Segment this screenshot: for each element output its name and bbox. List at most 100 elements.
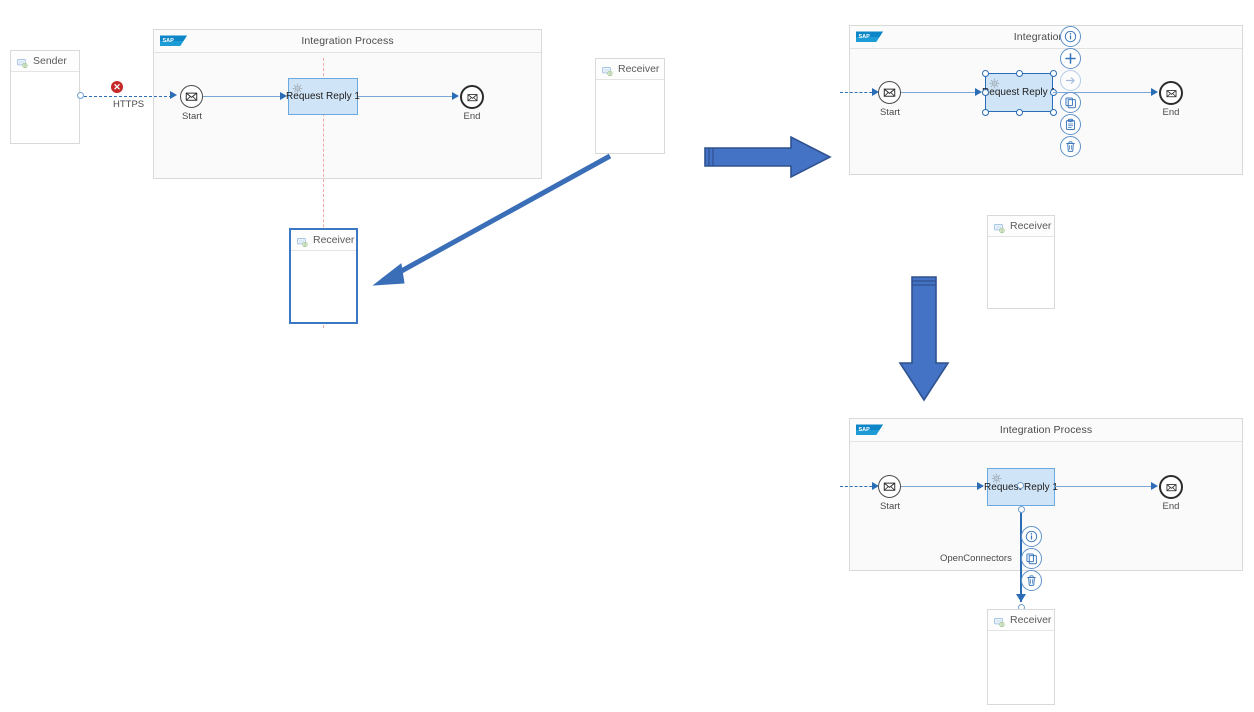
receiver-participant-connected[interactable]: Receiver — [987, 609, 1055, 705]
selection-handle-nw[interactable] — [981, 69, 989, 77]
info-button[interactable] — [1060, 26, 1081, 47]
pool-header: Integration Process — [154, 30, 541, 53]
receiver-header: Receiver — [596, 59, 664, 80]
request-reply-step-selected[interactable]: Request Reply 1 — [982, 73, 1056, 112]
message-envelope-icon — [1165, 87, 1178, 100]
receiver-standalone-label: Receiver — [1010, 220, 1052, 232]
message-envelope-icon — [882, 479, 897, 494]
pool-header: Integration Pr — [850, 26, 1242, 49]
request-reply-label: Request Reply 1 — [286, 91, 360, 102]
block-arrow-right-icon — [704, 135, 832, 179]
step-anchor-dot[interactable] — [1017, 482, 1024, 489]
receiver-connected-body — [988, 631, 1054, 705]
delete-button[interactable] — [1060, 136, 1081, 157]
pool-title: Integration Process — [999, 424, 1093, 436]
end-event[interactable] — [460, 85, 484, 109]
block-arrow-down-icon — [898, 276, 950, 402]
end-event[interactable] — [1159, 475, 1183, 499]
info-button[interactable] — [1021, 526, 1042, 547]
end-event[interactable] — [1159, 81, 1183, 105]
connect-button[interactable] — [1060, 70, 1081, 91]
step-to-end-connector[interactable] — [358, 96, 454, 97]
end-event-caption: End — [1162, 501, 1180, 512]
request-reply-gear-icon — [989, 76, 1000, 87]
request-reply-step[interactable]: Request Reply 1 — [286, 78, 360, 115]
incoming-arrowhead — [872, 481, 879, 490]
receiver-connected-header: Receiver — [988, 610, 1054, 631]
start-event[interactable] — [180, 85, 203, 108]
paste-icon — [1064, 118, 1077, 131]
sender-header: Sender — [11, 51, 79, 72]
receiver-standalone-body — [988, 237, 1054, 309]
trash-icon — [1025, 574, 1038, 587]
selection-handle-w[interactable] — [981, 89, 989, 96]
arrow-right-icon — [1064, 74, 1077, 87]
receiver-connected-label: Receiver — [1010, 614, 1052, 626]
receiver-dragged-label: Receiver — [313, 234, 355, 246]
step-to-end-arrowhead — [1151, 481, 1158, 490]
step-to-end-arrowhead — [452, 91, 459, 100]
request-reply-gear-icon — [991, 471, 1002, 482]
copy-button[interactable] — [1021, 548, 1042, 569]
sender-to-start-arrowhead — [170, 91, 177, 99]
pool-header: Integration Process — [850, 419, 1242, 442]
start-to-step-arrowhead — [280, 91, 287, 100]
message-envelope-icon — [1165, 481, 1178, 494]
start-event-caption: Start — [879, 107, 901, 118]
participant-icon — [994, 615, 1005, 626]
sap-logo — [856, 30, 883, 42]
copy-icon — [1064, 96, 1077, 109]
copy-icon — [1025, 552, 1038, 565]
plus-icon — [1064, 52, 1077, 65]
selection-handle-s[interactable] — [1015, 108, 1023, 116]
connector-source-dot[interactable] — [1017, 506, 1025, 513]
request-reply-lifeline — [323, 58, 324, 328]
end-event-caption: End — [1162, 107, 1180, 118]
copy-button[interactable] — [1060, 92, 1081, 113]
start-to-step-connector[interactable] — [203, 96, 281, 97]
selection-handle-ne[interactable] — [1049, 69, 1057, 77]
start-to-step-connector[interactable] — [901, 486, 979, 487]
selection-handle-sw[interactable] — [981, 108, 989, 116]
receiver-participant-dragged[interactable]: Receiver — [289, 228, 358, 324]
add-button[interactable] — [1060, 48, 1081, 69]
receiver-participant-unattached[interactable]: Receiver — [595, 58, 665, 154]
incoming-dashed-connector[interactable] — [840, 486, 877, 487]
https-connection-label: HTTPS — [113, 99, 145, 110]
step-to-end-connector[interactable] — [1055, 486, 1153, 487]
connection-error-badge[interactable]: ✕ — [111, 81, 123, 93]
integration-process-pool-before[interactable]: Integration Process — [153, 29, 542, 179]
end-event-caption: End — [463, 111, 481, 122]
request-reply-label: Request Reply 1 — [982, 87, 1056, 98]
start-to-step-arrowhead — [977, 481, 984, 490]
start-event-caption: Start — [181, 111, 203, 122]
start-to-step-connector[interactable] — [901, 92, 977, 93]
sender-participant[interactable]: Sender — [10, 50, 80, 144]
sender-connector-endpoint[interactable] — [77, 92, 84, 99]
info-circle-icon — [1064, 30, 1077, 43]
step-to-end-arrowhead — [1151, 87, 1158, 96]
start-event-caption: Start — [879, 501, 901, 512]
trash-icon — [1064, 140, 1077, 153]
incoming-dashed-connector[interactable] — [840, 92, 877, 93]
paste-button[interactable] — [1060, 114, 1081, 135]
incoming-arrowhead — [872, 87, 879, 96]
receiver-label: Receiver — [618, 63, 660, 75]
start-event[interactable] — [878, 475, 901, 498]
step-to-end-connector[interactable] — [1053, 92, 1153, 93]
sap-logo — [856, 423, 883, 435]
receiver-standalone-header: Receiver — [988, 216, 1054, 237]
selection-handle-n[interactable] — [1015, 69, 1023, 77]
step-to-receiver-arrowhead — [1016, 594, 1026, 602]
receiver-participant-standalone[interactable]: Receiver — [987, 215, 1055, 309]
receiver-dragged-header: Receiver — [291, 230, 356, 251]
sender-label: Sender — [33, 55, 67, 67]
sender-to-start-connector[interactable] — [84, 96, 172, 97]
info-circle-icon — [1025, 530, 1038, 543]
start-event[interactable] — [878, 81, 901, 104]
selection-handle-se[interactable] — [1049, 108, 1057, 116]
delete-button[interactable] — [1021, 570, 1042, 591]
pool-title: Integration Process — [301, 35, 394, 47]
